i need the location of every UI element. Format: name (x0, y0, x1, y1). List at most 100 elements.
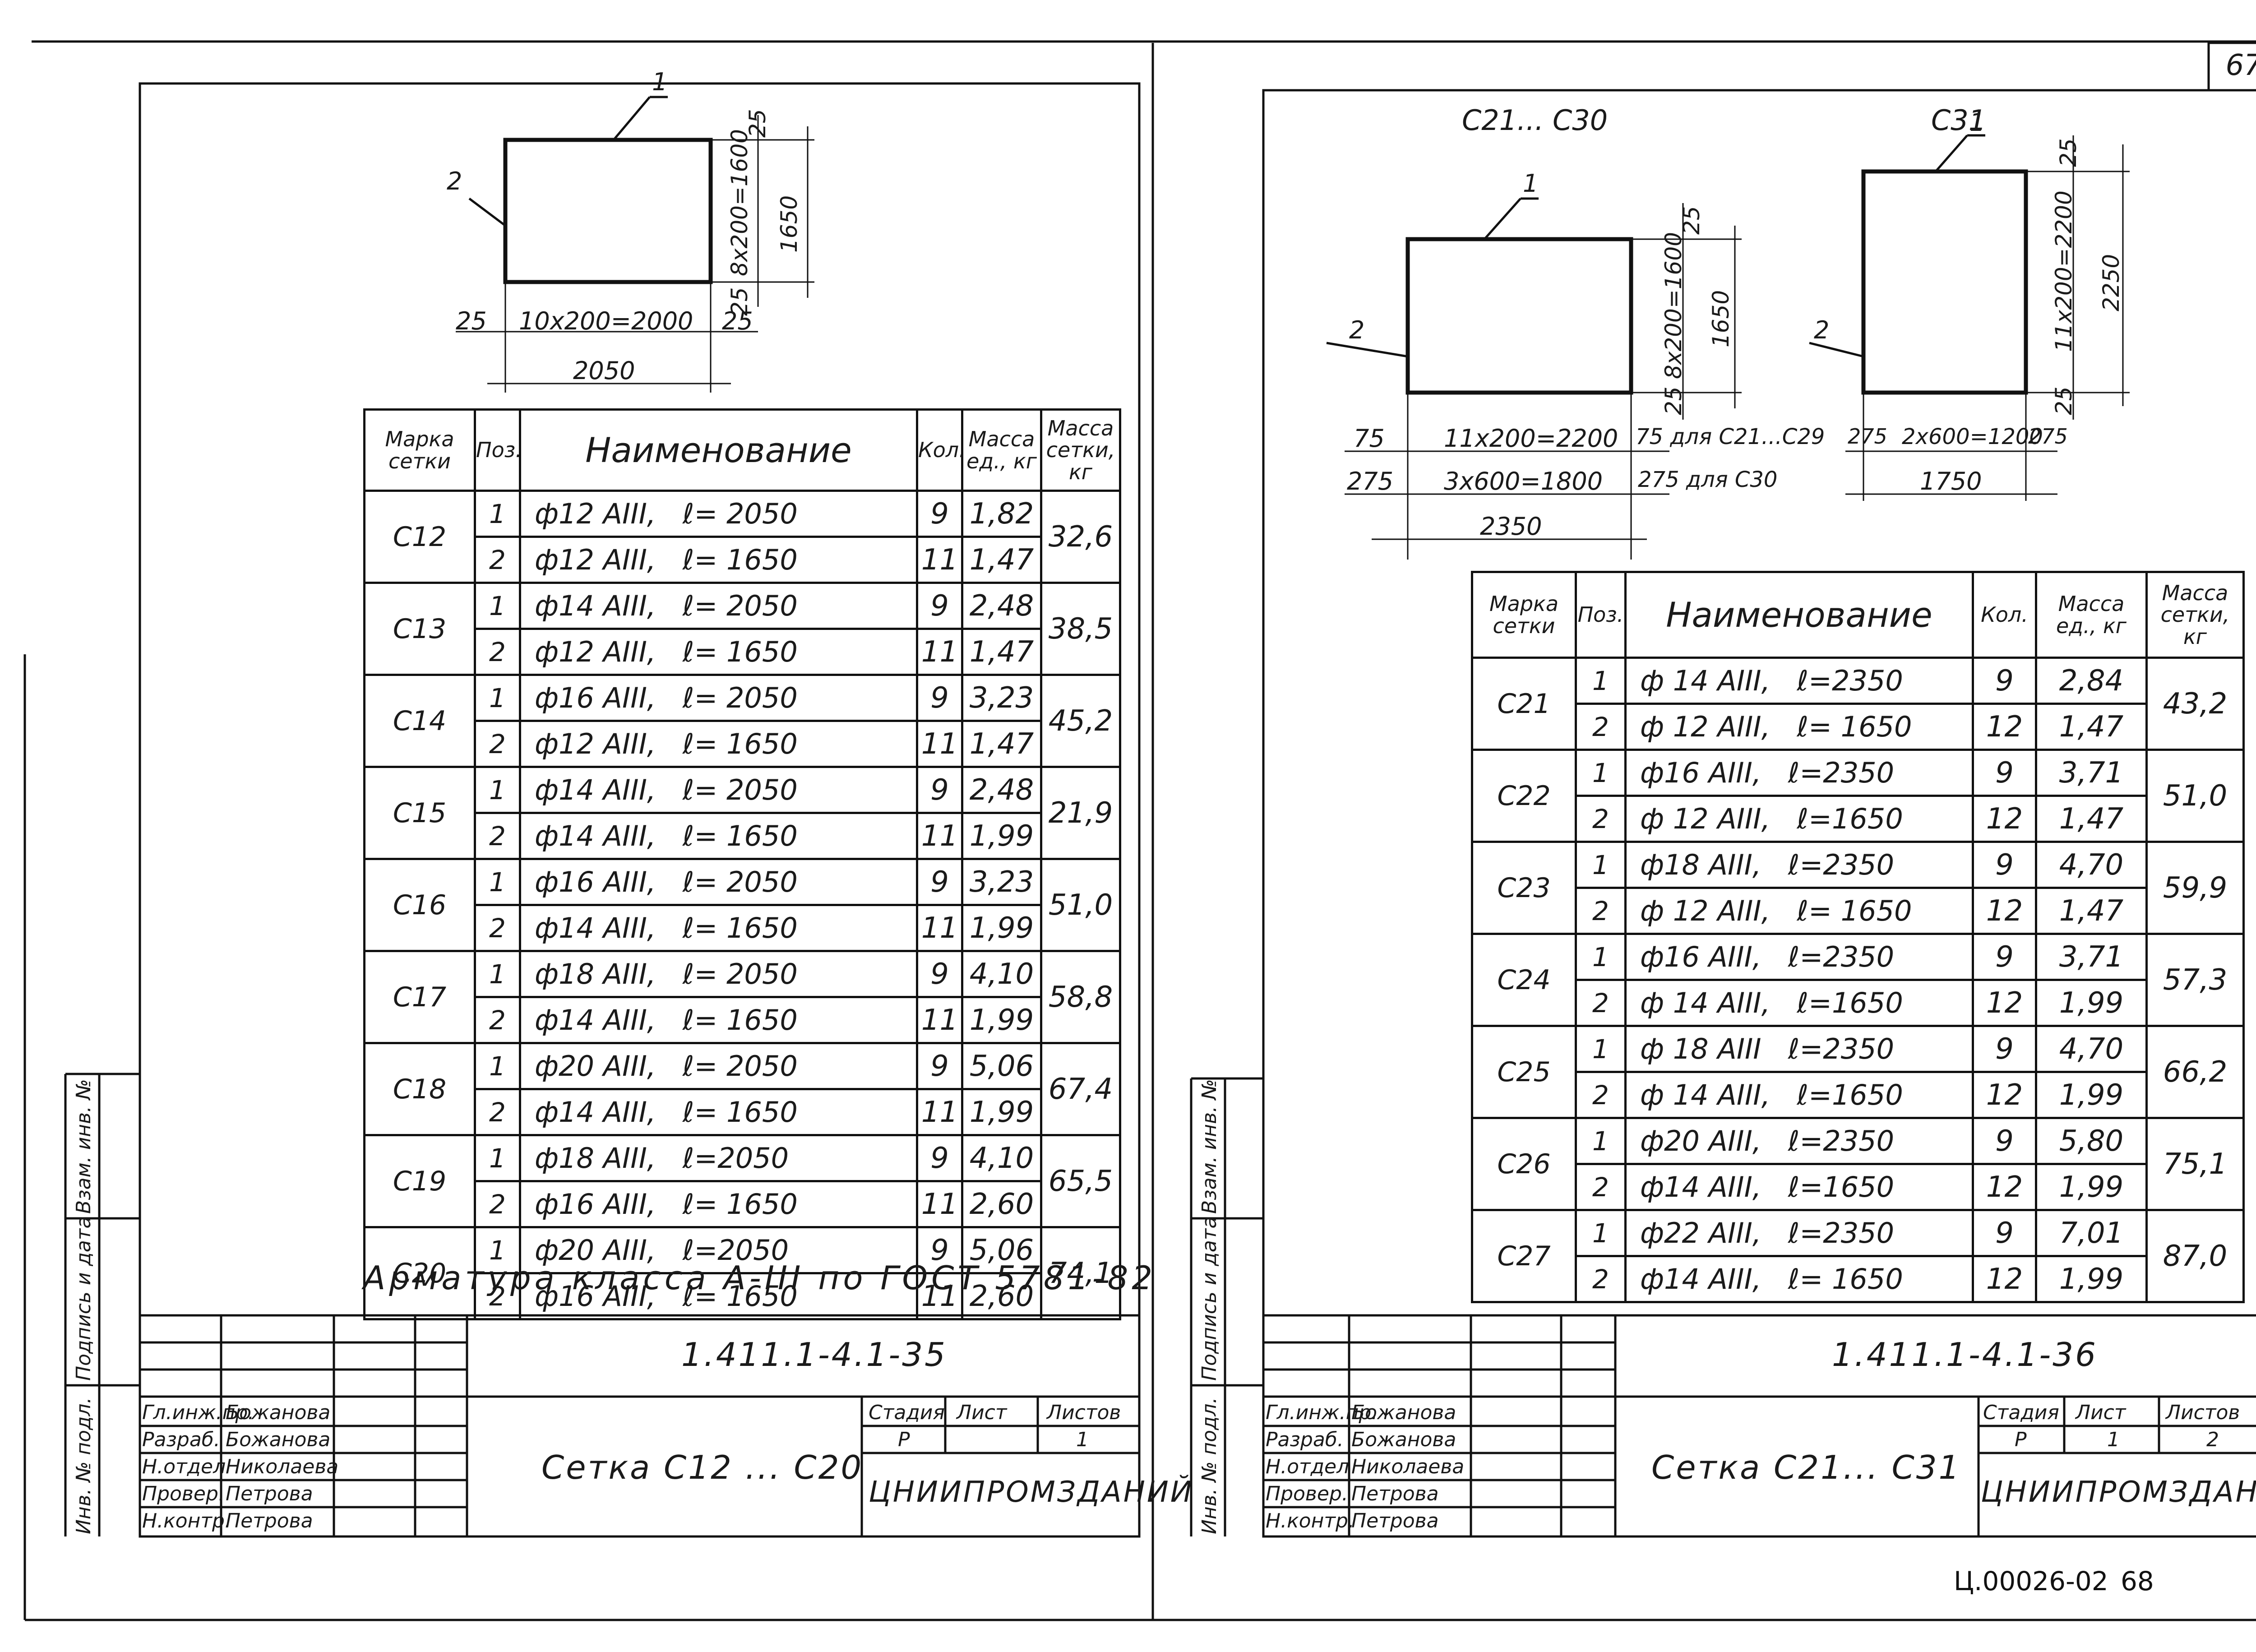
item-name-cell: ф22 АIII, ℓ=2350 (1624, 1209, 1974, 1257)
total-mass-cell: 74,1 (1040, 1226, 1121, 1320)
quantity-cell: 9 (916, 766, 963, 814)
position-cell: 2 (474, 812, 521, 860)
signer-name: Петрова (226, 1509, 313, 1532)
dimension-label: 275 для С30 (1638, 467, 1778, 492)
sheet-label: Лист (957, 1401, 1007, 1424)
dimension-label: 1650 (776, 195, 802, 253)
unit-mass-cell: 1,99 (2035, 1255, 2148, 1303)
sheet-value: 1 (1076, 1428, 1089, 1451)
quantity-cell: 11 (916, 1088, 963, 1136)
dimension-label: 25 (744, 109, 771, 138)
position-cell: 1 (474, 858, 521, 906)
right-specification-table: Марка сетки Поз. Наименование Кол. Масса… (1471, 571, 2245, 1303)
quantity-cell: 12 (1972, 795, 2037, 843)
item-name-cell: ф20 АIII, ℓ=2050 (519, 1226, 918, 1274)
mesh-mark-cell: С25 (1471, 1025, 1577, 1119)
position-cell: 2 (474, 1180, 521, 1228)
mesh-mark-cell: С21 (1471, 657, 1577, 751)
signer-role: Н.отдел (142, 1455, 226, 1478)
mesh-mark-cell: С26 (1471, 1117, 1577, 1211)
unit-mass-cell: 1,99 (961, 904, 1042, 952)
item-name-cell: ф 14 АIII, ℓ=1650 (1624, 979, 1974, 1027)
page-number: 67 (2225, 49, 2256, 82)
sheet-value: 1 (2107, 1428, 2120, 1451)
item-name-cell: ф14 АIII, ℓ= 1650 (1624, 1255, 1974, 1303)
item-name-cell: ф14 АIII, ℓ= 2050 (519, 582, 918, 630)
dimension-label: 275 (1848, 424, 1887, 449)
organization: ЦНИИПРОМЗДАНИЙ (1981, 1476, 2256, 1509)
unit-mass-cell: 3,23 (961, 858, 1042, 906)
header-mass-unit: Масса ед., кг (961, 408, 1042, 492)
dimension-label: 2x600=1200 (1902, 424, 2043, 449)
item-name-cell: ф14 АIII, ℓ= 1650 (519, 812, 918, 860)
quantity-cell: 9 (916, 1042, 963, 1090)
dimension-label: 25 (2051, 386, 2077, 415)
quantity-cell: 9 (1972, 1209, 2037, 1257)
rebar-class-note: Арматура класса А-III по ГОСТ 5781-82 (363, 1259, 1156, 1297)
position-cell: 2 (1575, 1071, 1627, 1119)
header-qty: Кол. (916, 408, 966, 492)
unit-mass-cell: 1,99 (961, 812, 1042, 860)
stage-value: Р (2015, 1428, 2027, 1451)
dimension-label: 25 (1678, 206, 1705, 235)
signer-role: Н.контр. (142, 1509, 231, 1532)
unit-mass-cell: 3,71 (2035, 933, 2148, 981)
position-cell: 2 (1575, 887, 1627, 935)
signer-role: Н.контр. (1266, 1509, 1355, 1532)
mesh-mark-cell: С15 (363, 766, 476, 860)
unit-mass-cell: 2,84 (2035, 657, 2148, 705)
unit-mass-cell: 5,06 (961, 1226, 1042, 1274)
side-label: Взам. инв. № (1198, 1079, 1221, 1214)
dimension-label: 3x600=1800 (1444, 467, 1603, 495)
unit-mass-cell: 1,99 (2035, 979, 2148, 1027)
position-cell: 1 (1575, 933, 1627, 981)
item-name-cell: ф12 АIII, ℓ= 1650 (519, 536, 918, 584)
position-cell: 1 (1575, 657, 1627, 705)
unit-mass-cell: 1,47 (2035, 703, 2148, 751)
quantity-cell: 11 (916, 628, 963, 676)
quantity-cell: 12 (1972, 979, 2037, 1027)
unit-mass-cell: 1,47 (2035, 887, 2148, 935)
quantity-cell: 12 (1972, 1071, 2037, 1119)
item-name-cell: ф16 АIII, ℓ= 2050 (519, 674, 918, 722)
item-name-cell: ф16 АIII, ℓ= 1650 (519, 1272, 918, 1320)
dimension-label: 1750 (1920, 467, 1982, 495)
unit-mass-cell: 5,06 (961, 1042, 1042, 1090)
total-mass-cell: 59,9 (2145, 841, 2245, 935)
position-cell: 1 (474, 582, 521, 630)
total-mass-cell: 65,5 (1040, 1134, 1121, 1228)
signer-role: Н.отдел (1266, 1455, 1350, 1478)
dimension-label: 25 (722, 307, 753, 335)
position-cell: 2 (1575, 795, 1627, 843)
signer-name: Петрова (1351, 1482, 1439, 1505)
quantity-cell: 9 (1972, 841, 2037, 889)
position-label: 1 (1969, 108, 1985, 137)
unit-mass-cell: 2,60 (961, 1180, 1042, 1228)
position-cell: 1 (474, 1042, 521, 1090)
quantity-cell: 12 (1972, 703, 2037, 751)
total-mass-cell: 87,0 (2145, 1209, 2245, 1303)
item-name-cell: ф16 АIII, ℓ=2350 (1624, 933, 1974, 981)
position-cell: 1 (474, 1226, 521, 1274)
drawing-title: Сетка С12 ... С20 (541, 1448, 864, 1486)
quantity-cell: 11 (916, 1180, 963, 1228)
signer-name: Божанова (1351, 1428, 1456, 1451)
side-label: Подпись и дата (72, 1216, 95, 1381)
dimension-label: 8x200=1600 (726, 129, 753, 276)
mesh-mark-cell: С14 (363, 674, 476, 768)
unit-mass-cell: 1,47 (961, 720, 1042, 768)
total-mass-cell: 51,0 (2145, 749, 2245, 843)
